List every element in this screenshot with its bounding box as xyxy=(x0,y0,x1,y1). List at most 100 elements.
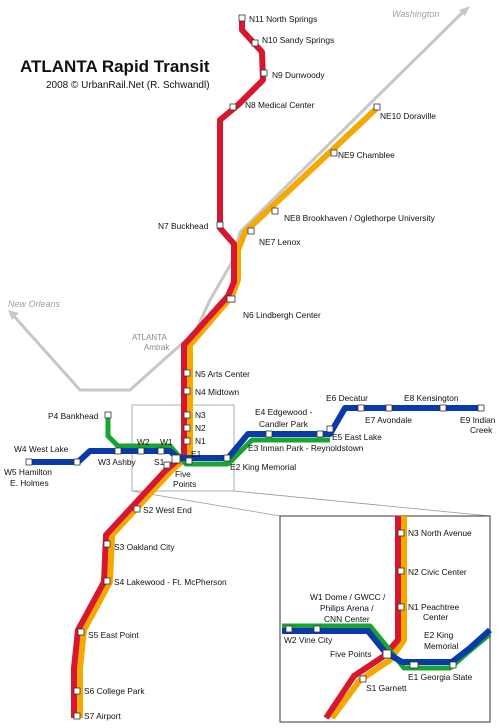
railroad-arrow-washington xyxy=(459,6,470,16)
station-N7 xyxy=(216,221,224,229)
station-E3 xyxy=(265,430,273,438)
label-E8: E8 Kensington xyxy=(404,393,459,403)
map-credit: 2008 © UrbanRail.Net (R. Schwandl) xyxy=(46,80,210,91)
inset-connector-1 xyxy=(131,490,281,517)
station-W3 xyxy=(114,447,122,455)
railroad-arrow-new-orleans xyxy=(8,310,19,320)
red-line-north-branch xyxy=(217,18,266,298)
inset-station-E1 xyxy=(409,661,419,669)
inset-label-five-points: Five Points xyxy=(330,649,371,659)
station-N6 xyxy=(226,295,236,303)
label-NE7: NE7 Lenox xyxy=(259,237,301,247)
label-new-orleans: New Orleans xyxy=(8,299,61,309)
inset-label-N3: N3 North Avenue xyxy=(408,528,472,538)
inset-station-N3 xyxy=(397,529,405,537)
station-E6 xyxy=(357,404,365,412)
label-N11: N11 North Springs xyxy=(249,14,317,24)
station-S1 xyxy=(163,461,171,469)
inset-gold-line xyxy=(329,516,407,720)
label-five-points-2: Points xyxy=(173,479,196,489)
inset-label-E2-line1: E2 King xyxy=(424,630,454,640)
label-N2: N2 xyxy=(195,423,206,433)
inset-station-W1 xyxy=(313,625,321,633)
railroad-new-orleans xyxy=(10,312,187,392)
inset-station-S1 xyxy=(359,675,367,683)
station-W2 xyxy=(137,447,145,455)
label-S5: S5 East Point xyxy=(88,630,139,640)
station-N11 xyxy=(238,14,246,22)
label-N3: N3 xyxy=(195,410,206,420)
label-NE10: NE10 Doraville xyxy=(380,111,436,121)
label-E6: E6 Decatur xyxy=(326,393,368,403)
station-S4 xyxy=(103,577,111,585)
label-NE9: NE9 Chamblee xyxy=(338,150,395,160)
inset-label-W2: W2 Vine City xyxy=(284,635,333,645)
downtown-inset: N3 North Avenue N2 Civic Center N1 Peach… xyxy=(279,515,493,723)
label-W1: W1 xyxy=(160,437,173,447)
label-W3: W3 Ashby xyxy=(98,457,137,467)
inset-label-N1-line2: Center xyxy=(423,612,448,622)
inset-station-W2 xyxy=(285,625,293,633)
railroad-lines xyxy=(10,8,467,392)
label-atlanta-amtrak-2: Amtrak xyxy=(144,343,170,352)
label-N7: N7 Buckhead xyxy=(158,221,209,231)
label-NE8: NE8 Brookhaven / Oglethorpe University xyxy=(284,213,436,223)
label-N9: N9 Dunwoody xyxy=(272,70,325,80)
station-E4 xyxy=(316,430,324,438)
station-S3 xyxy=(103,540,111,548)
label-E4-line1: E4 Edgewood - xyxy=(255,407,312,417)
label-S2: S2 West End xyxy=(143,505,192,515)
inset-connector-2 xyxy=(233,490,491,517)
inset-blue-line xyxy=(282,627,493,665)
inset-frame xyxy=(279,515,491,723)
label-atlanta-amtrak-1: ATLANTA xyxy=(132,333,167,342)
label-N1: N1 xyxy=(195,436,206,446)
label-W4: W4 West Lake xyxy=(14,444,69,454)
station-W5 xyxy=(25,458,33,466)
label-E7: E7 Avondale xyxy=(365,415,412,425)
inset-label-W1-line2: Philips Arena / xyxy=(320,603,374,613)
label-E2: E2 King Memorial xyxy=(230,462,296,472)
station-NE7 xyxy=(247,227,255,235)
station-N1 xyxy=(183,437,191,445)
label-N5: N5 Arts Center xyxy=(195,369,250,379)
station-S7 xyxy=(73,712,81,720)
label-E9-line2: Creek xyxy=(470,425,493,435)
inset-label-E1: E1 Georgia State xyxy=(408,672,473,682)
label-S6: S6 College Park xyxy=(84,686,145,696)
label-P4: P4 Bankhead xyxy=(48,411,99,421)
inset-station-five-points xyxy=(382,649,392,659)
station-N2 xyxy=(183,424,191,432)
label-N4: N4 Midtown xyxy=(195,387,240,397)
gold-line-trunk xyxy=(77,294,235,718)
label-W2: W2 xyxy=(137,437,150,447)
station-P4 xyxy=(104,411,112,419)
red-line-trunk xyxy=(71,293,231,718)
inset-label-W1-line1: W1 Dome / GWCC / xyxy=(310,592,386,602)
inset-label-W1-line3: CNN Center xyxy=(324,614,370,624)
inset-station-E2 xyxy=(449,661,457,669)
station-W4 xyxy=(73,458,81,466)
label-W5-line2: E. Holmes xyxy=(10,478,49,488)
station-S6 xyxy=(73,687,81,695)
label-W5-line1: W5 Hamilton xyxy=(4,467,52,477)
label-N6: N6 Lindbergh Center xyxy=(243,310,321,320)
map-title: ATLANTA Rapid Transit xyxy=(20,57,210,76)
station-NE10 xyxy=(373,103,381,111)
station-five-points xyxy=(171,454,181,464)
label-E5: E5 East Lake xyxy=(332,432,382,442)
label-E4-line2: Candler Park xyxy=(259,419,309,429)
gold-line-ne-branch xyxy=(229,104,381,298)
station-N9 xyxy=(260,69,268,77)
station-E8 xyxy=(439,404,447,412)
inset-label-E2-line2: Memorial xyxy=(424,641,459,651)
station-N8 xyxy=(229,103,237,111)
inset-station-N2 xyxy=(397,567,405,575)
red-line xyxy=(71,18,266,718)
label-washington: Washington xyxy=(392,9,439,19)
station-E1 xyxy=(185,457,193,465)
station-W1 xyxy=(157,447,165,455)
station-NE9 xyxy=(330,149,338,157)
inset-label-N2: N2 Civic Center xyxy=(408,567,467,577)
